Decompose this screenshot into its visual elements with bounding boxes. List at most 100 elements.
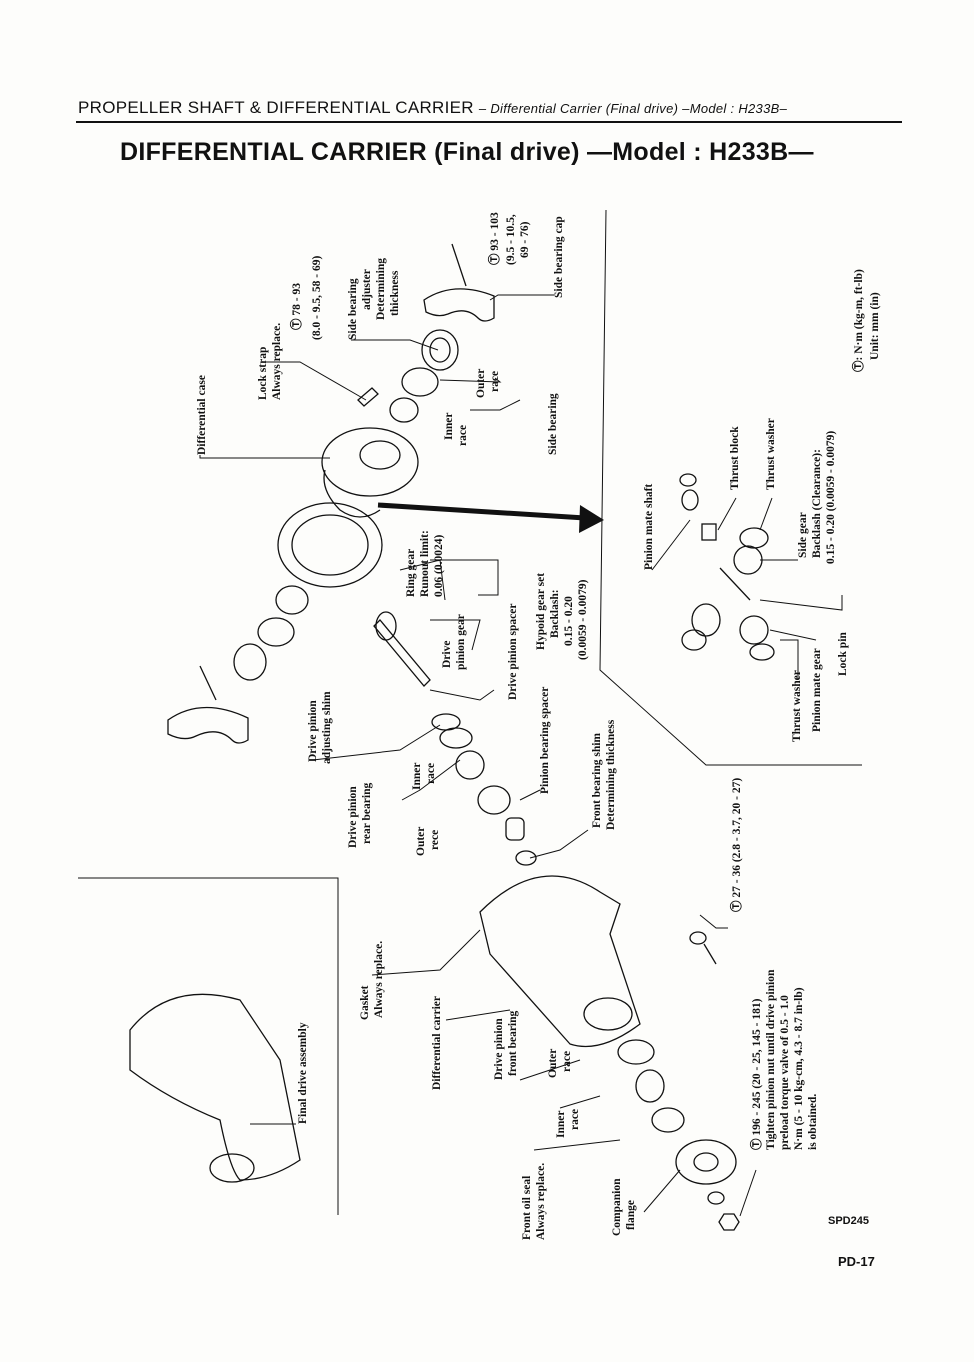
differential-case bbox=[321, 427, 419, 497]
label-gasket-note: Always replace. bbox=[373, 941, 385, 1018]
label-side-bearing-cap: Side bearing cap bbox=[553, 216, 565, 298]
label-companion-2: flange bbox=[625, 1200, 637, 1230]
label-side-bearing: Side bearing bbox=[547, 393, 559, 455]
label-lock-strap: Lock strap bbox=[257, 347, 269, 400]
label-inner-race-rb: Inner bbox=[411, 763, 423, 790]
label-lock-pin: Lock pin bbox=[837, 632, 849, 676]
label-pinion-mate-gear: Pinion mate gear bbox=[811, 648, 823, 732]
label-side-gear-backlash: Backlash (Clearance): bbox=[811, 449, 823, 558]
ring-gear bbox=[277, 502, 383, 588]
leaders bbox=[199, 294, 843, 1217]
label-side-gear-value: 0.15 - 0.20 (0.0059 - 0.0079) bbox=[825, 431, 837, 564]
mate-washer-top bbox=[679, 473, 697, 487]
label-hypoid-mm: 0.15 - 0.20 bbox=[563, 596, 575, 646]
label-ring-gear: Ring gear bbox=[405, 549, 417, 597]
label-inner-race-rb-2: race bbox=[425, 763, 437, 784]
label-front-bearing-2: front bearing bbox=[507, 1010, 519, 1076]
label-thrust-block: Thrust block bbox=[729, 426, 741, 490]
header-main: PROPELLER SHAFT & DIFFERENTIAL CARRIER bbox=[78, 98, 474, 117]
label-differential-carrier: Differential carrier bbox=[431, 996, 443, 1090]
label-torque-cap: Ⓣ 93 - 103 bbox=[487, 212, 501, 265]
label-side-gear: Side gear bbox=[797, 512, 809, 558]
companion-flange bbox=[675, 1139, 737, 1185]
label-side-adjuster-4: thickness bbox=[389, 270, 401, 316]
front-inner-race bbox=[635, 1069, 665, 1103]
label-inner-race-sb-2: race bbox=[457, 425, 469, 446]
label-torque-27: Ⓣ 27 - 36 (2.8 - 3.7, 20 - 27) bbox=[729, 778, 743, 912]
carrier-nut bbox=[689, 931, 707, 945]
label-outer-race-fb: Outer bbox=[547, 1049, 559, 1078]
label-thrust-washer-top: Thrust washer bbox=[765, 418, 777, 490]
side-bearing-cap-left bbox=[167, 706, 249, 744]
left-adjuster bbox=[233, 643, 267, 681]
label-companion: Companion bbox=[611, 1178, 623, 1236]
rear-inner-race bbox=[455, 750, 485, 780]
cap-bolt-left bbox=[199, 665, 217, 701]
washer bbox=[707, 1191, 725, 1205]
label-drive-pinion-gear: Drive bbox=[441, 641, 453, 668]
label-adjusting-shim-2: adjusting shim bbox=[321, 691, 333, 764]
label-front-seal-note: Always replace. bbox=[535, 1163, 547, 1240]
label-outer-race-sb: Outer bbox=[475, 369, 487, 398]
thrust-block bbox=[701, 523, 717, 541]
left-outer-race bbox=[257, 617, 295, 647]
label-torque-lock-range: (8.0 - 9.5, 58 - 69) bbox=[311, 256, 323, 340]
pinion-spacer bbox=[439, 727, 473, 749]
label-ring-runout-value: 0.06 (0.0024) bbox=[433, 535, 445, 597]
label-drive-pinion-gear-2: pinion gear bbox=[455, 614, 467, 670]
label-inner-race-fb-2: race bbox=[569, 1109, 581, 1130]
rear-outer-race bbox=[477, 785, 511, 815]
pinion-mate-shaft bbox=[719, 567, 751, 601]
label-front-shim-2: Determining thickness bbox=[605, 719, 617, 830]
side-bearing-cap-top bbox=[423, 288, 495, 322]
mate-gear-bottom bbox=[691, 603, 721, 637]
front-oil-seal bbox=[651, 1107, 685, 1133]
label-outer-rece-2: rece bbox=[429, 830, 441, 850]
page-header: PROPELLER SHAFT & DIFFERENTIAL CARRIER –… bbox=[78, 98, 898, 118]
label-adjusting-shim: Drive pinion bbox=[307, 700, 319, 762]
mate-gear-top bbox=[681, 489, 699, 511]
label-side-adjuster-2: adjuster bbox=[361, 269, 373, 310]
label-rear-bearing: Drive pinion bbox=[347, 786, 359, 848]
bearing-spacer bbox=[505, 817, 525, 841]
label-torque-196-5: is obtained. bbox=[807, 1094, 819, 1150]
side-thrust-washer bbox=[739, 527, 769, 549]
differential-carrier bbox=[479, 875, 641, 1048]
label-front-bearing: Drive pinion bbox=[493, 1018, 505, 1080]
header-sub: – Differential Carrier (Final drive) –Mo… bbox=[478, 101, 788, 116]
label-outer-rece: Outer bbox=[415, 827, 427, 856]
assembly-arrow bbox=[377, 502, 604, 533]
side-gear bbox=[733, 545, 763, 575]
label-unit-mm: Unit: mm (in) bbox=[869, 292, 881, 360]
label-side-adjuster-1: Side bearing bbox=[347, 278, 359, 340]
label-inner-race-sb: Inner bbox=[443, 413, 455, 440]
label-torque-196-3: preload torque valve of 0.5 - 1.0 bbox=[779, 995, 791, 1150]
left-bearing bbox=[275, 585, 309, 615]
frame-lines bbox=[78, 209, 862, 1215]
front-outer-race bbox=[617, 1039, 655, 1065]
label-rear-bearing-2: rear bearing bbox=[361, 783, 373, 844]
label-inner-race-fb: Inner bbox=[555, 1111, 567, 1138]
side-outer-race bbox=[401, 367, 439, 397]
mate-washer-bottom bbox=[681, 629, 707, 651]
label-drive-pinion-spacer: Drive pinion spacer bbox=[507, 604, 519, 700]
page-title: DIFFERENTIAL CARRIER (Final drive) —Mode… bbox=[120, 138, 814, 166]
label-differential-case: Differential case bbox=[196, 375, 208, 455]
label-final-drive: Final drive assembly bbox=[297, 1022, 309, 1124]
label-hypoid-backlash: Backlash: bbox=[549, 589, 561, 638]
labels: Differential case Lock strap Always repl… bbox=[196, 212, 881, 1269]
label-torque-196-4: N·m (5 - 10 kg-cm, 4.3 - 8.7 in-lb) bbox=[793, 987, 805, 1150]
label-unit-torque: Ⓣ: N·m (kg-m, ft-lb) bbox=[851, 269, 865, 372]
figure-code: SPD245 bbox=[828, 1215, 869, 1227]
label-lock-strap-note: Always replace. bbox=[271, 323, 283, 400]
label-gasket: Gasket bbox=[359, 985, 371, 1020]
label-torque-lock: Ⓣ 78 - 93 bbox=[289, 283, 303, 330]
drive-pinion-gear bbox=[373, 619, 431, 687]
side-inner-race bbox=[389, 397, 419, 423]
cap-bolt-top bbox=[451, 243, 467, 287]
label-outer-race-fb-2: race bbox=[561, 1051, 573, 1072]
header-rule bbox=[76, 121, 902, 123]
label-pinion-mate-shaft: Pinion mate shaft bbox=[643, 484, 655, 570]
label-torque-cap-3: 69 - 76) bbox=[519, 221, 531, 258]
